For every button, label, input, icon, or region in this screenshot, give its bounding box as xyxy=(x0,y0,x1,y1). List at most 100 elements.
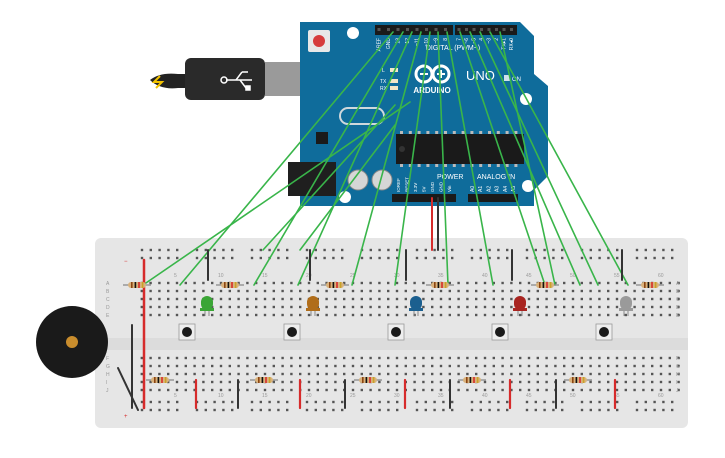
breadboard-hole[interactable] xyxy=(167,356,170,360)
breadboard-hole[interactable] xyxy=(554,356,557,360)
breadboard-hole[interactable] xyxy=(501,372,504,376)
rail-hole[interactable] xyxy=(314,408,317,412)
breadboard-hole[interactable] xyxy=(431,313,434,317)
rail-hole[interactable] xyxy=(662,408,665,412)
breadboard-hole[interactable] xyxy=(615,289,619,293)
rail-hole[interactable] xyxy=(635,256,639,260)
breadboard-hole[interactable] xyxy=(475,289,478,293)
breadboard-hole[interactable] xyxy=(272,297,275,301)
breadboard-hole[interactable] xyxy=(255,305,258,309)
breadboard-hole[interactable] xyxy=(167,289,170,293)
breadboard-hole[interactable] xyxy=(228,364,231,368)
rail-hole[interactable] xyxy=(250,400,254,404)
breadboard-hole[interactable] xyxy=(237,305,240,309)
breadboard-hole[interactable] xyxy=(651,313,654,317)
breadboard-hole[interactable] xyxy=(334,313,337,317)
breadboard-hole[interactable] xyxy=(510,388,513,392)
rail-hole[interactable] xyxy=(479,400,482,404)
breadboard-hole[interactable] xyxy=(554,281,557,285)
breadboard-hole[interactable] xyxy=(554,364,557,368)
breadboard-hole[interactable] xyxy=(228,388,231,392)
breadboard-hole[interactable] xyxy=(431,297,434,301)
breadboard-hole[interactable] xyxy=(633,356,636,360)
jumper-wire[interactable] xyxy=(437,31,449,286)
breadboard-hole[interactable] xyxy=(281,313,284,317)
breadboard-hole[interactable] xyxy=(642,372,645,376)
breadboard-hole[interactable] xyxy=(175,388,179,392)
breadboard-hole[interactable] xyxy=(501,281,504,285)
breadboard-hole[interactable] xyxy=(255,372,258,376)
breadboard-hole[interactable] xyxy=(668,372,671,376)
breadboard-hole[interactable] xyxy=(422,388,425,392)
breadboard-hole[interactable] xyxy=(387,364,390,368)
breadboard-hole[interactable] xyxy=(193,297,196,301)
rail-hole[interactable] xyxy=(635,400,639,404)
breadboard-hole[interactable] xyxy=(668,297,671,301)
breadboard-hole[interactable] xyxy=(290,305,293,309)
breadboard-hole[interactable] xyxy=(589,372,592,376)
push-button[interactable] xyxy=(387,323,405,341)
breadboard-hole[interactable] xyxy=(448,281,451,285)
breadboard-hole[interactable] xyxy=(431,380,434,384)
rail-hole[interactable] xyxy=(268,408,271,412)
breadboard-hole[interactable] xyxy=(299,289,302,293)
breadboard-hole[interactable] xyxy=(404,364,407,368)
breadboard-hole[interactable] xyxy=(633,364,636,368)
rail-hole[interactable] xyxy=(525,408,529,412)
breadboard-hole[interactable] xyxy=(219,388,223,392)
breadboard-hole[interactable] xyxy=(475,305,478,309)
rail-hole[interactable] xyxy=(671,408,674,412)
rail-hole[interactable] xyxy=(662,256,665,260)
breadboard-hole[interactable] xyxy=(589,297,592,301)
breadboard-hole[interactable] xyxy=(633,380,636,384)
breadboard-hole[interactable] xyxy=(263,364,267,368)
breadboard-hole[interactable] xyxy=(448,372,451,376)
breadboard-hole[interactable] xyxy=(457,289,460,293)
breadboard-hole[interactable] xyxy=(413,388,416,392)
breadboard-hole[interactable] xyxy=(158,313,161,317)
breadboard-hole[interactable] xyxy=(175,380,179,384)
breadboard-hole[interactable] xyxy=(360,372,363,376)
rail-hole[interactable] xyxy=(277,400,280,404)
led-blue[interactable] xyxy=(409,296,423,316)
breadboard-hole[interactable] xyxy=(475,388,478,392)
rail-hole[interactable] xyxy=(378,256,381,260)
breadboard-hole[interactable] xyxy=(633,313,636,317)
rail-hole[interactable] xyxy=(259,248,262,252)
breadboard-hole[interactable] xyxy=(642,313,645,317)
breadboard-hole[interactable] xyxy=(457,364,460,368)
breadboard-hole[interactable] xyxy=(554,313,557,317)
rail-hole[interactable] xyxy=(525,256,529,260)
breadboard-hole[interactable] xyxy=(501,388,504,392)
breadboard-hole[interactable] xyxy=(193,356,196,360)
breadboard-hole[interactable] xyxy=(642,297,645,301)
rail-hole[interactable] xyxy=(488,256,491,260)
rail-hole[interactable] xyxy=(607,256,610,260)
breadboard-hole[interactable] xyxy=(563,356,566,360)
breadboard-hole[interactable] xyxy=(536,356,539,360)
breadboard-hole[interactable] xyxy=(395,356,399,360)
breadboard-hole[interactable] xyxy=(360,356,363,360)
rail-hole[interactable] xyxy=(497,400,500,404)
jumper-wire[interactable] xyxy=(446,31,494,286)
rail-hole[interactable] xyxy=(314,256,317,260)
digital-pin[interactable] xyxy=(510,28,513,31)
breadboard-hole[interactable] xyxy=(246,380,249,384)
breadboard-hole[interactable] xyxy=(677,388,680,392)
rail-hole[interactable] xyxy=(488,248,491,252)
breadboard-hole[interactable] xyxy=(325,364,328,368)
breadboard-hole[interactable] xyxy=(580,364,583,368)
breadboard-hole[interactable] xyxy=(642,305,645,309)
breadboard-hole[interactable] xyxy=(439,305,443,309)
breadboard-hole[interactable] xyxy=(439,297,443,301)
breadboard-hole[interactable] xyxy=(519,281,522,285)
breadboard-hole[interactable] xyxy=(404,305,407,309)
rail-hole[interactable] xyxy=(653,248,656,252)
breadboard-hole[interactable] xyxy=(563,297,566,301)
breadboard-hole[interactable] xyxy=(475,372,478,376)
breadboard-hole[interactable] xyxy=(395,281,399,285)
breadboard-hole[interactable] xyxy=(536,372,539,376)
breadboard-hole[interactable] xyxy=(167,364,170,368)
breadboard-hole[interactable] xyxy=(158,297,161,301)
breadboard-hole[interactable] xyxy=(607,388,610,392)
